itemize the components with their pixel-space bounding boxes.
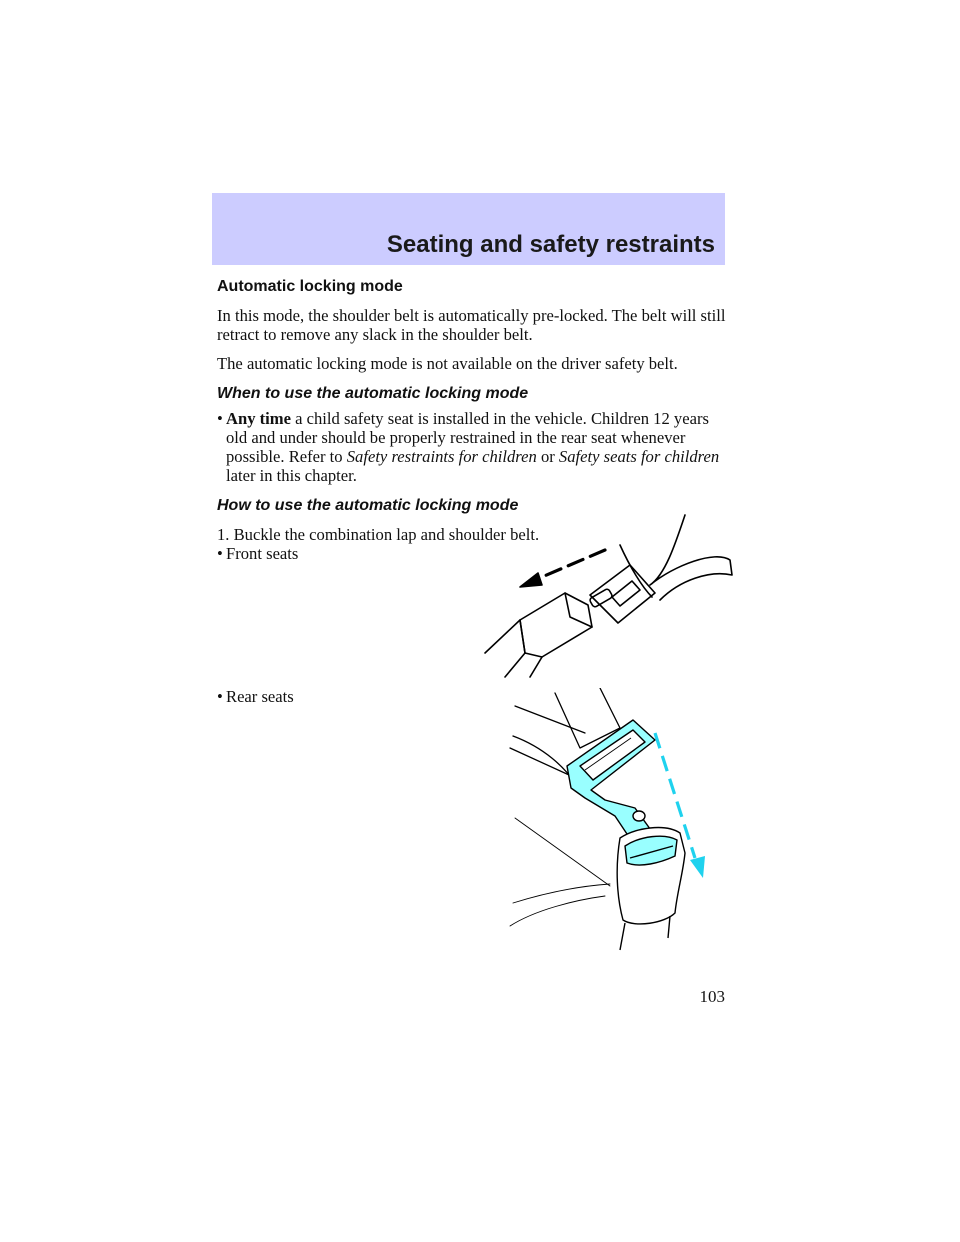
front-buckle-edge [519,619,526,654]
bullet-front-seats: • Front seats [217,544,727,563]
section-header-title: Seating and safety restraints [386,231,715,258]
heading-automatic-locking-mode: Automatic locking mode [217,278,403,295]
page-number: 103 [699,987,726,1006]
bullet-text-part3: later in this chapter. [226,466,357,485]
header-band: Seating and safety restraints [212,193,725,265]
reference-safety-restraints-for-children: Safety restraints for children [346,447,537,466]
step-1-buckle: 1. Buckle the combination lap and should… [217,525,540,544]
bullet-text-part2: or [536,447,559,466]
rear-latch-hole [632,810,646,822]
paragraph-shoulder-belt: In this mode, the shoulder belt is autom… [217,306,726,344]
bullet-marker: • [217,544,223,563]
rear-shoulder-belt [554,688,621,749]
rear-latch-slot-inner [584,737,632,771]
rear-seat-cushion-curve [512,735,576,784]
rear-floor-curve [512,883,611,904]
rear-cushion-line [514,817,611,887]
front-arrow-head [519,572,543,588]
bullet-bold-any-time: Any time [226,409,291,428]
reference-safety-seats-for-children: Safety seats for children [558,447,720,466]
bullet-any-time-text: Any time a child safety seat is installe… [226,409,727,485]
page-content: Automatic locking mode In this mode, the… [217,276,727,563]
bullet-marker: • [217,687,223,706]
rear-latch-slot [579,729,646,781]
front-buckle-body [519,592,593,658]
rear-floor-curve-2 [509,895,606,927]
heading-when-to-use: When to use the automatic locking mode [217,385,529,402]
rear-buckle-inner [629,845,674,859]
rear-buckle-opening [624,835,678,866]
front-lower-strap [484,619,543,678]
front-arrow-shaft [533,548,607,582]
bullet-front-seats-label: Front seats [226,544,299,563]
front-seat-buckle-illustration [484,514,733,678]
bullet-marker: • [217,409,223,428]
rear-arrow-shaft [653,732,697,859]
rear-arrow-head [690,856,705,878]
paragraph-driver-belt: The automatic locking mode is not availa… [217,354,678,373]
bullet-rear-seats-label: Rear seats [226,687,294,706]
rear-seatback-line-top [514,705,586,734]
bullet-rear-seats: • Rear seats [217,687,417,706]
bullet-any-time: • Any time a child safety seat is instal… [217,409,727,485]
front-buckle-face [564,592,593,628]
front-latch-plate [589,564,656,624]
front-latch-slot [611,580,641,607]
rear-buckle-strap [619,915,671,951]
front-belt-webbing [619,514,733,601]
rear-seat-buckle-illustration [509,688,705,951]
bullet-text-part1: a child safety seat is installed in the … [226,409,709,466]
front-tongue-slot [589,588,613,608]
heading-how-to-use: How to use the automatic locking mode [217,497,519,514]
